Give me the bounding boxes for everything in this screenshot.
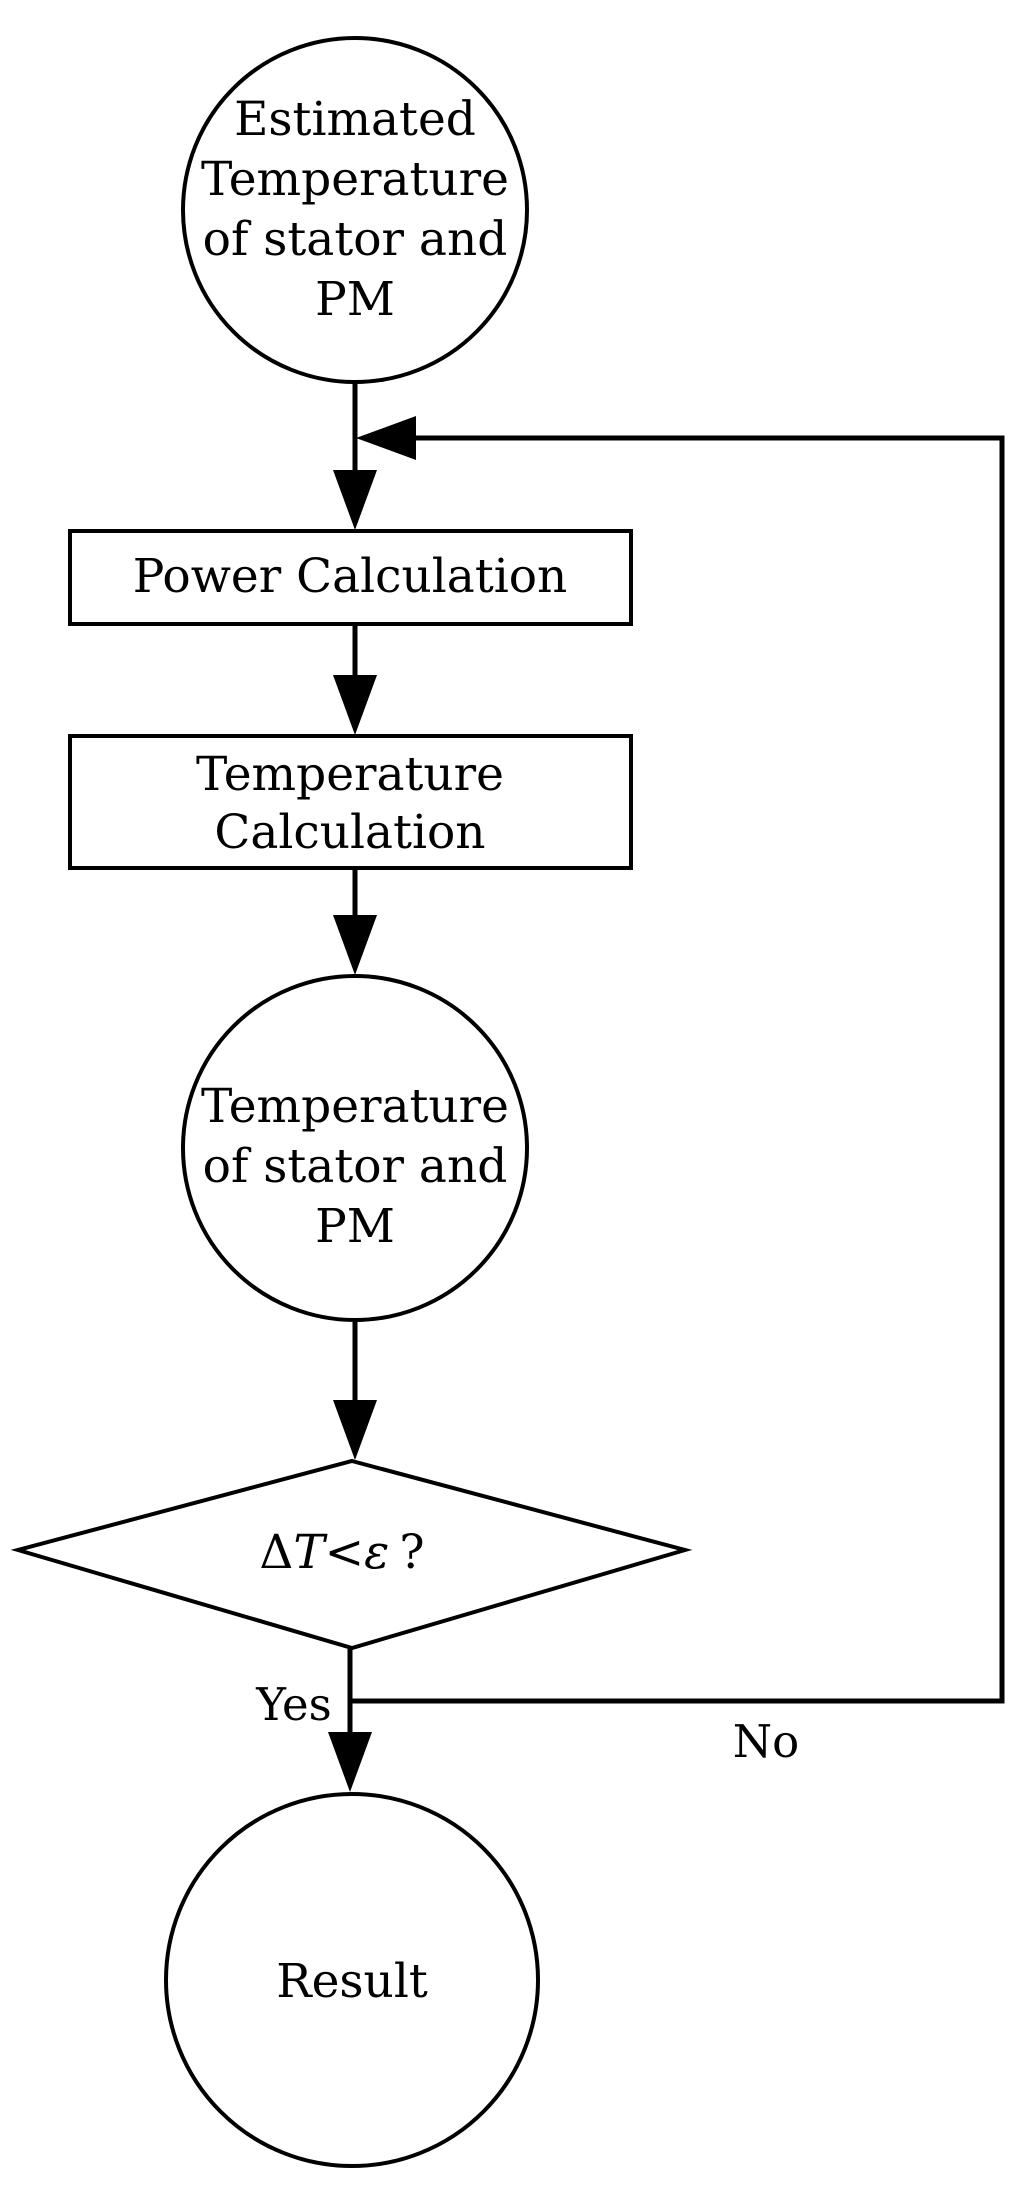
result-label: Result bbox=[276, 1954, 428, 2009]
temperature-result-line-3: PM bbox=[315, 1199, 395, 1254]
decision-variable: T bbox=[293, 1525, 328, 1580]
yes-label: Yes bbox=[255, 1678, 332, 1731]
start-node-line-2: Temperature bbox=[201, 152, 509, 207]
decision-operator: < bbox=[325, 1525, 364, 1580]
arrowhead-tempcalc-to-tempresult bbox=[333, 915, 377, 975]
decision-node: ΔT<ε? bbox=[10, 1458, 693, 1651]
arrowhead-power-to-tempcalc bbox=[333, 675, 377, 735]
arrow-no-branch bbox=[350, 435, 1005, 1704]
power-calculation-label: Power Calculation bbox=[133, 549, 568, 604]
start-node-line-3: of stator and bbox=[203, 212, 508, 267]
result-node: Result bbox=[164, 1792, 540, 2168]
start-node-line-1: Estimated bbox=[234, 92, 476, 147]
decision-question-mark: ? bbox=[399, 1525, 424, 1580]
decision-epsilon: ε bbox=[364, 1525, 389, 1580]
arrowhead-tempresult-to-decision bbox=[333, 1400, 377, 1460]
temperature-result-line-2: of stator and bbox=[203, 1139, 508, 1194]
power-calculation-node: Power Calculation bbox=[68, 529, 633, 626]
start-node: Estimated Temperature of stator and PM bbox=[181, 36, 529, 384]
arrowhead-start-to-power bbox=[333, 470, 377, 530]
arrowhead-yes-branch bbox=[328, 1732, 372, 1792]
temperature-result-line-1: Temperature bbox=[201, 1079, 509, 1134]
temperature-calculation-line-1: Temperature bbox=[196, 747, 504, 802]
start-node-line-4: PM bbox=[315, 272, 395, 327]
decision-delta: Δ bbox=[259, 1525, 293, 1580]
no-label: No bbox=[733, 1715, 799, 1768]
arrowhead-no-branch bbox=[356, 416, 416, 460]
temperature-result-node: Temperature of stator and PM bbox=[181, 974, 529, 1322]
temperature-calculation-line-2: Calculation bbox=[214, 805, 485, 860]
temperature-calculation-node: Temperature Calculation bbox=[68, 734, 633, 870]
decision-condition: ΔT<ε? bbox=[259, 1525, 424, 1580]
